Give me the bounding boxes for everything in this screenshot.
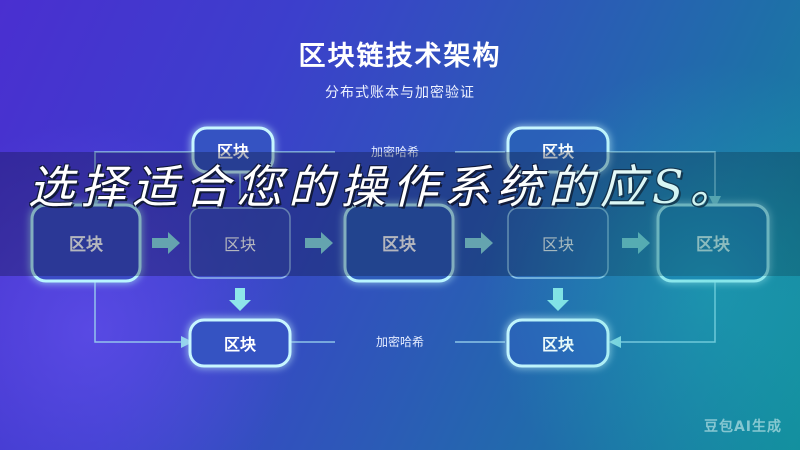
node-mid-1: 区块	[30, 203, 142, 283]
edge-label-bottom: 加密哈希	[376, 334, 424, 349]
arrow-down-icon	[547, 288, 569, 311]
node-bot-1-label: 区块	[224, 335, 257, 354]
node-top-1-label: 区块	[217, 142, 250, 161]
node-mid-4: 区块	[507, 207, 609, 279]
node-mid-3: 区块	[343, 203, 455, 283]
node-mid-1-label: 区块	[69, 235, 104, 255]
edge-label-top: 加密哈希	[371, 144, 419, 159]
loop-bottom-left	[94, 282, 193, 348]
node-bot-2-label: 区块	[542, 335, 575, 354]
node-mid-3-label: 区块	[382, 235, 417, 255]
node-mid-4-label: 区块	[542, 235, 574, 254]
node-mid-5-label: 区块	[696, 235, 731, 255]
loop-top-left	[89, 151, 193, 208]
arrow-right-icon	[305, 232, 333, 254]
loop-top-right	[608, 151, 721, 208]
node-bot-1: 区块	[188, 318, 292, 368]
arrow-right-icon	[622, 232, 650, 254]
node-top-1: 区块	[191, 126, 275, 174]
node-mid-5: 区块	[656, 203, 770, 283]
node-top-2: 区块	[506, 126, 610, 174]
arrow-down-icon	[229, 288, 251, 311]
node-mid-2: 区块	[189, 207, 291, 279]
page-title: 区块链技术架构	[298, 41, 502, 72]
watermark-logo: 豆包AI生成	[703, 419, 782, 435]
node-bot-2: 区块	[506, 318, 610, 368]
loop-bottom-right	[609, 282, 716, 348]
overlay-caption: 选择适合您的操作系统的应S。	[28, 160, 742, 214]
node-top-2-label: 区块	[542, 142, 575, 161]
page-subtitle: 分布式账本与加密验证	[325, 85, 475, 101]
node-mid-2-label: 区块	[224, 235, 256, 254]
arrow-right-icon	[152, 232, 180, 254]
